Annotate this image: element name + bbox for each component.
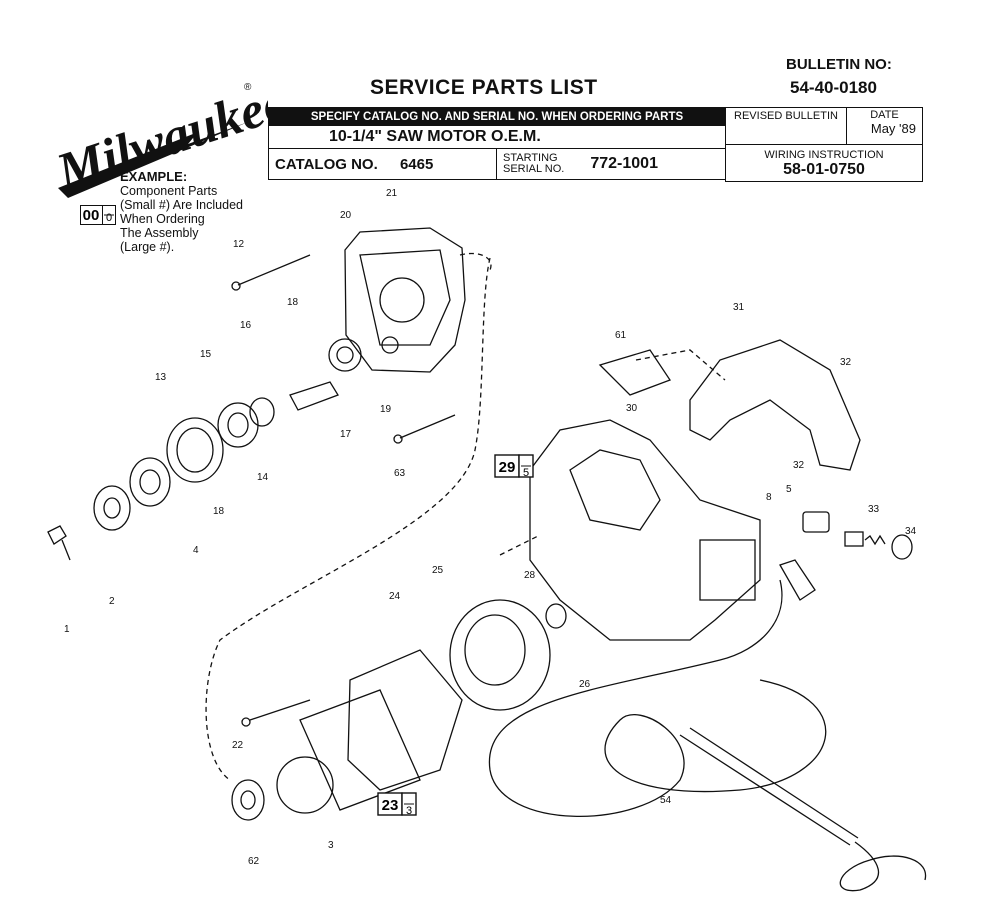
part-label: 16 xyxy=(240,320,252,331)
example-small-number: 0 xyxy=(106,212,112,224)
part-label: 28 xyxy=(524,570,536,581)
assembly-large-number: 29 xyxy=(499,459,516,476)
part-label: 54 xyxy=(660,795,672,806)
part-label: 24 xyxy=(389,591,401,602)
page-title: SERVICE PARTS LIST xyxy=(370,76,598,99)
wiring-value: 58-01-0750 xyxy=(783,161,865,178)
part-label: 22 xyxy=(232,740,244,751)
part-label: 62 xyxy=(248,856,260,867)
serial-value: 772-1001 xyxy=(590,155,658,172)
part-label: 21 xyxy=(386,188,398,199)
assembly-small-number: 5 xyxy=(523,467,529,479)
date-value: May '89 xyxy=(870,121,916,136)
order-info-table: SPECIFY CATALOG NO. AND SERIAL NO. WHEN … xyxy=(268,107,726,180)
catalog-cell: CATALOG NO. 6465 xyxy=(268,148,497,180)
part-label: 8 xyxy=(766,492,772,503)
part-label: 30 xyxy=(626,403,638,414)
bulletin-number: 54-40-0180 xyxy=(790,78,877,97)
part-label: 15 xyxy=(200,349,212,360)
example-title: EXAMPLE: xyxy=(120,169,188,184)
serial-cell: STARTING SERIAL NO. 772-1001 xyxy=(496,148,726,180)
part-label: 61 xyxy=(615,330,627,341)
part-label: 20 xyxy=(340,210,352,221)
example-line: Component Parts xyxy=(120,184,218,198)
milwaukee-logo: Milwaukee ® xyxy=(49,74,268,200)
wiring-cell: WIRING INSTRUCTION 58-01-0750 xyxy=(725,144,923,182)
example-line: When Ordering xyxy=(120,212,205,226)
date-label: DATE xyxy=(870,109,899,121)
part-label: 34 xyxy=(905,526,917,537)
example-line: (Small #) Are Included xyxy=(120,198,243,212)
part-label: 32 xyxy=(840,357,852,368)
serial-label-2: SERIAL NO. xyxy=(503,163,565,175)
part-label: 31 xyxy=(733,302,745,313)
example-assembly-box: 00 0 xyxy=(80,205,116,225)
svg-text:®: ® xyxy=(244,82,252,93)
assembly-small-number: 3 xyxy=(406,805,412,817)
part-label: 26 xyxy=(579,679,591,690)
catalog-value: 6465 xyxy=(399,155,434,173)
part-label: 14 xyxy=(257,472,269,483)
example-line: (Large #). xyxy=(120,240,175,254)
example-large-number: 00 xyxy=(83,207,100,224)
specify-banner: SPECIFY CATALOG NO. AND SERIAL NO. WHEN … xyxy=(268,107,726,126)
part-label: 3 xyxy=(328,840,334,851)
part-label: 13 xyxy=(155,372,167,383)
date-cell: DATE May '89 xyxy=(846,107,923,145)
part-label: 5 xyxy=(786,484,792,495)
serial-label-1: STARTING xyxy=(503,152,558,164)
part-label: 18 xyxy=(287,297,299,308)
example-note: EXAMPLE: Component Parts (Small #) Are I… xyxy=(80,169,243,255)
assembly-large-number: 23 xyxy=(382,797,399,814)
bulletin-info-table: REVISED BULLETIN DATE May '89 WIRING INS… xyxy=(725,107,923,182)
example-line: The Assembly xyxy=(120,226,199,240)
part-label: 1 xyxy=(64,624,70,635)
part-label: 18 xyxy=(213,506,225,517)
part-label: 4 xyxy=(193,545,199,556)
part-label: 19 xyxy=(380,404,392,415)
part-label: 25 xyxy=(432,565,444,576)
part-label: 17 xyxy=(340,429,352,440)
part-label: 12 xyxy=(233,239,245,250)
part-label: 2 xyxy=(109,596,115,607)
part-label: 33 xyxy=(868,504,880,515)
assembly-box-29: 29 5 xyxy=(494,454,534,479)
revised-bulletin-label: REVISED BULLETIN xyxy=(725,107,847,145)
part-label: 63 xyxy=(394,468,406,479)
bulletin-label: BULLETIN NO: xyxy=(786,56,892,73)
assembly-box-23: 23 3 xyxy=(377,792,417,817)
catalog-label: CATALOG NO. xyxy=(275,155,378,173)
wiring-label: WIRING INSTRUCTION xyxy=(764,149,884,161)
part-label: 32 xyxy=(793,460,805,471)
